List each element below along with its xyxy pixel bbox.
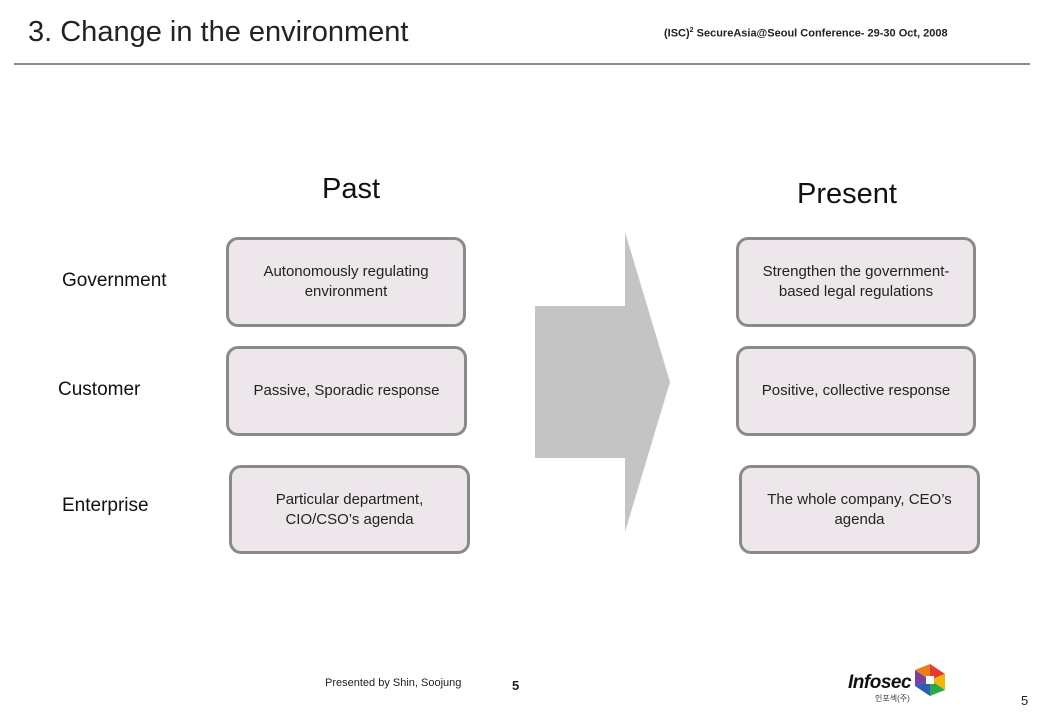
header-divider <box>14 63 1030 65</box>
present-box-government: Strengthen the government-based legal re… <box>736 237 976 327</box>
presenter-credit: Presented by Shin, Soojung <box>325 677 462 689</box>
logo-wordmark: Infosec <box>848 672 912 693</box>
present-box-customer: Positive, collective response <box>736 346 976 436</box>
row-label-customer: Customer <box>58 379 141 400</box>
footer-center-number: 5 <box>512 678 520 693</box>
past-heading: Past <box>322 173 381 205</box>
conference-prefix: (ISC) <box>664 27 690 40</box>
conference-superscript: 2 <box>689 27 694 34</box>
row-label-government: Government <box>62 270 167 291</box>
past-box-enterprise: Particular department, CIO/CSO’s agenda <box>229 465 470 554</box>
logo-mark-icon <box>915 664 945 696</box>
infosec-logo: Infosec 인포섹(주) <box>848 664 948 704</box>
transition-arrow-icon <box>535 232 670 532</box>
present-box-enterprise: The whole company, CEO’s agenda <box>739 465 980 554</box>
past-box-government: Autonomously regulating environment <box>226 237 466 327</box>
conference-text: SecureAsia@Seoul Conference- 29-30 Oct, … <box>693 27 948 40</box>
past-box-customer: Passive, Sporadic response <box>226 346 467 436</box>
conference-info: (ISC)2 SecureAsia@Seoul Conference- 29-3… <box>664 27 948 40</box>
row-label-enterprise: Enterprise <box>62 495 149 516</box>
page-number: 5 <box>1021 693 1029 708</box>
present-heading: Present <box>797 178 897 210</box>
slide-title: 3. Change in the environment <box>28 16 409 48</box>
logo-subtext: 인포섹(주) <box>875 694 910 703</box>
